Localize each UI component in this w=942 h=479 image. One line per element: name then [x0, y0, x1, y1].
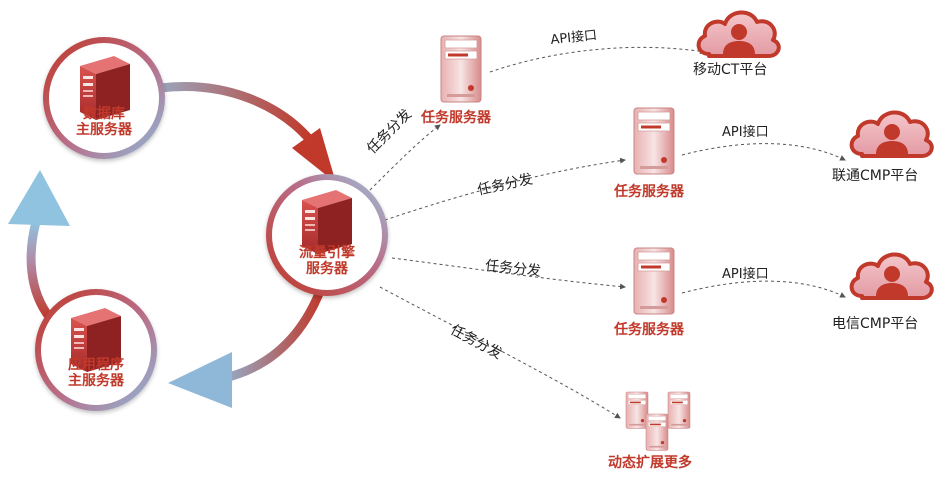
platform-telecom-label: 电信CMP平台 — [832, 316, 919, 332]
api-label-3: API接口 — [722, 267, 769, 282]
server-icon — [440, 35, 482, 103]
engine-label-line1: 流量引擎 — [299, 245, 355, 261]
engine-label-line2: 服务器 — [306, 261, 348, 278]
platform-ct-label: 移动CT平台 — [693, 62, 768, 78]
engine-label: 流量引擎 服务器 — [289, 245, 365, 277]
app-server-label-line1: 应用程序 — [68, 357, 124, 373]
cycle-arrow-icon — [8, 82, 336, 408]
db-server-label: 数据库 主服务器 — [66, 106, 142, 138]
engine-server-node — [266, 174, 388, 296]
expand-label: 动态扩展更多 — [608, 455, 692, 471]
task-server-label-3: 任务服务器 — [614, 322, 684, 338]
task-server-label-2: 任务服务器 — [614, 184, 684, 200]
db-server-label-line2: 主服务器 — [76, 122, 132, 139]
cloud-user-icon — [696, 10, 781, 58]
server-icon — [633, 247, 675, 315]
task-server-label-1: 任务服务器 — [421, 110, 491, 126]
db-server-label-line1: 数据库 — [83, 106, 125, 122]
server-icon — [633, 107, 675, 175]
app-server-label: 应用程序 主服务器 — [56, 357, 136, 389]
cloud-user-icon — [849, 110, 934, 158]
platform-unicom-label: 联通CMP平台 — [832, 168, 919, 184]
dashed-connector — [369, 46, 846, 419]
db-server-node — [43, 37, 165, 159]
expand-cluster — [625, 391, 691, 451]
app-server-node — [35, 289, 157, 411]
app-server-label-line2: 主服务器 — [68, 373, 124, 390]
cloud-user-icon — [849, 252, 934, 300]
api-label-2: API接口 — [722, 125, 769, 140]
